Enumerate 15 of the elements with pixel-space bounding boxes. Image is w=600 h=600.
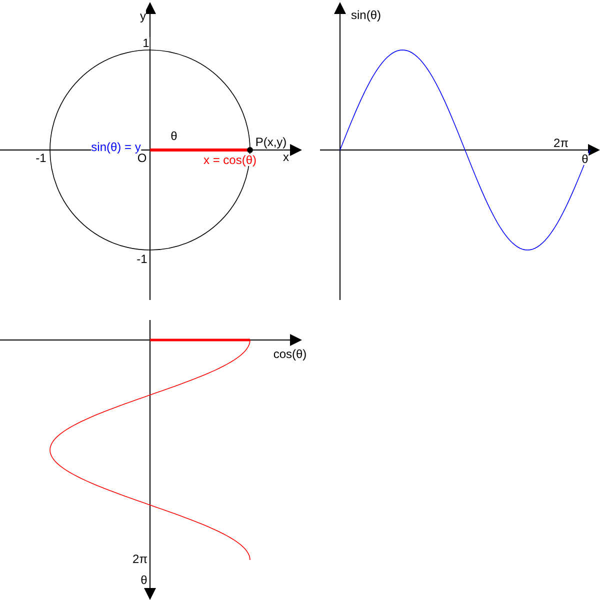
axis-label: y (140, 10, 146, 22)
tick-label: -1 (36, 152, 46, 164)
tick-label: -1 (136, 253, 148, 265)
axis-label: θ (582, 153, 588, 165)
tick-label: 2π (132, 553, 148, 565)
axis-label: cos(θ) (273, 348, 307, 360)
origin-label: O (137, 152, 147, 164)
equation-label: sin(θ) = y (91, 141, 141, 153)
equation-label: x = cos(θ) (204, 154, 256, 166)
tick-label: 1 (142, 37, 150, 49)
axis-label: sin(θ) (351, 9, 381, 21)
axis-label: θ (140, 574, 148, 586)
point-label: P(x,y) (255, 136, 287, 148)
tick-label: 2π (554, 137, 568, 149)
angle-label: θ (170, 130, 178, 142)
